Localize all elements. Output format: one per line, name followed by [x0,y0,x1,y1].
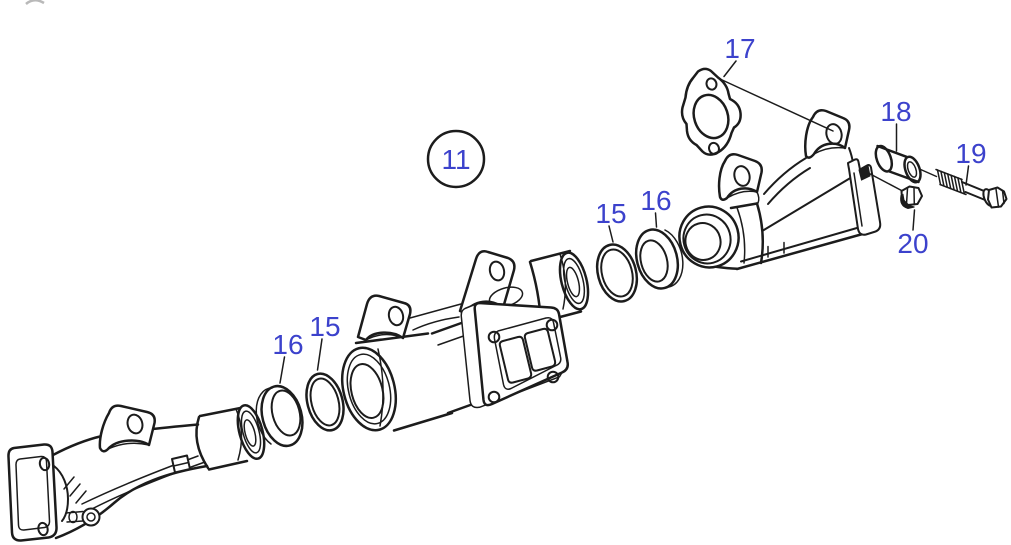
ear-bolt-hole [825,123,843,145]
exhaust-port [523,327,557,372]
callout-label: 19 [955,138,986,169]
callout-18: 18 [880,96,912,152]
ear-bolt-hole [488,260,506,282]
manifold-center-section [341,249,590,432]
callout-17: 17 [719,33,834,132]
assembly-axis-line [918,168,938,178]
callout-15-right: 15 [595,198,627,243]
manifold-rear-section [678,109,882,271]
end-flange [7,443,58,542]
callout-16-right: 16 [640,185,672,228]
flange-bolt-hole [487,390,501,404]
drain-stub [81,507,101,527]
assembly-axis-line [865,171,903,192]
seal-ring-15-right [595,243,639,303]
ear-bolt-hole [733,165,751,187]
exhaust-port [498,335,533,384]
gasket-center-hole [692,93,730,140]
callout-19: 19 [955,138,987,186]
gasket-bolt-hole [705,77,718,91]
seal-ring-15-left [305,372,345,432]
callout-circle [426,129,486,189]
flange-bolt-hole [487,330,501,344]
flange-bolt-hole [545,318,559,332]
flange-bolt-hole [38,456,51,472]
turbo-flange [460,301,569,409]
flange-bolt-hole [546,370,560,384]
callout-20: 20 [897,209,929,259]
callout-label: 18 [880,96,911,127]
manifold-front-section [7,404,266,542]
ear-bolt-hole [126,413,144,435]
flange-gasket [680,67,742,156]
callout-label: 20 [897,228,928,259]
sleeve-ring-16-right [634,228,684,290]
callout-15-left: 15 [309,311,341,371]
stud-bolt [935,168,1008,209]
callout-label: 15 [309,311,340,342]
ear-bolt-hole [387,305,405,327]
callout-label: 16 [640,185,671,216]
callout-11: 11 [426,129,486,189]
sleeve-ring-16-left [255,384,304,448]
outlet-flange [847,158,882,236]
callout-label: 15 [595,198,626,229]
callout-16-left: 16 [272,329,304,384]
flange-nut [900,185,923,210]
cropped-artifact [25,0,45,5]
callout-label: 16 [272,329,303,360]
callout-label: 17 [724,33,755,64]
gasket-bolt-hole [708,141,720,156]
spacer-sleeve [874,144,922,184]
callout-label: 11 [441,144,470,175]
flange-bolt-hole [37,521,49,537]
